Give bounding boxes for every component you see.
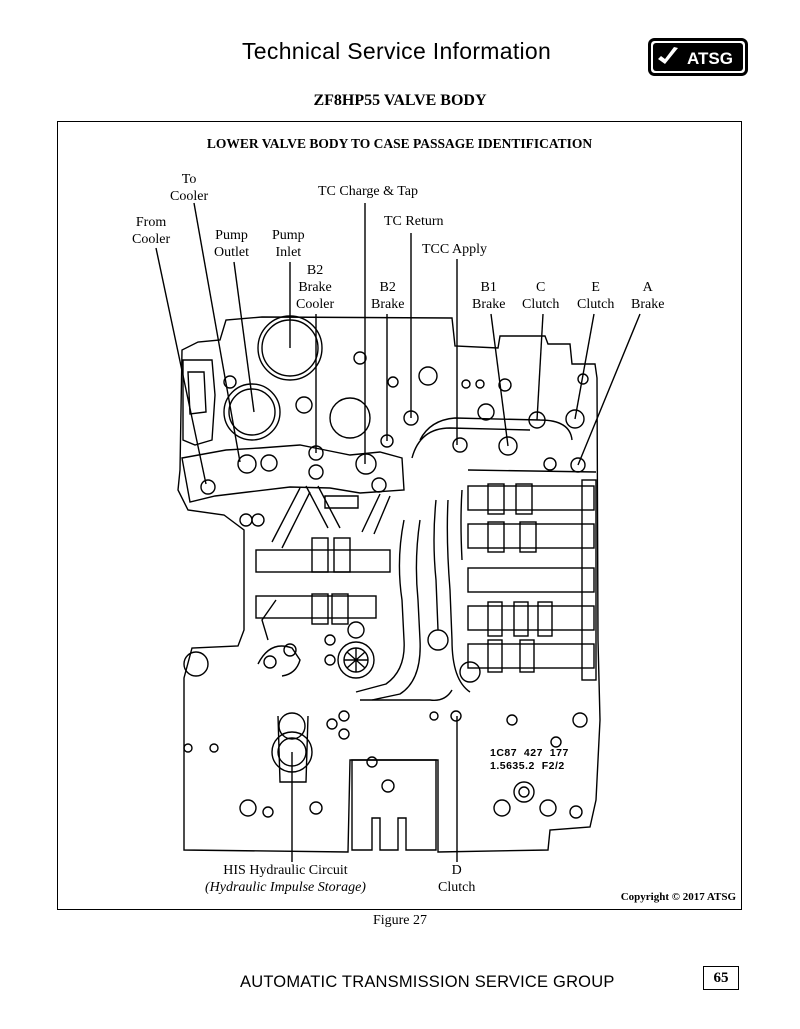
label-d-clutch: D Clutch [438, 863, 476, 895]
label-pump-outlet: Pump Outlet [214, 228, 249, 260]
logo-text: ATSG [687, 49, 733, 68]
label-his-hydraulic-circuit: HIS Hydraulic Circuit (Hydraulic Impulse… [205, 863, 366, 895]
leader-a-brake [577, 313, 641, 466]
figure-title: LOWER VALVE BODY TO CASE PASSAGE IDENTIF… [206, 136, 593, 151]
label-a-brake: A Brake [631, 280, 665, 312]
header-title: Technical Service Information [242, 38, 552, 64]
label-tcc-apply: TCC Apply [422, 242, 487, 257]
part-number-line2: 1.5635.2 F2/2 [490, 760, 565, 772]
footer-org: AUTOMATIC TRANSMISSION SERVICE GROUP [240, 973, 615, 991]
label-c-clutch: C Clutch [522, 280, 560, 312]
label-e-clutch: E Clutch [577, 280, 615, 312]
label-tc-return: TC Return [384, 214, 444, 229]
page-number: 65 [703, 966, 739, 990]
label-from-cooler: From Cooler [132, 215, 171, 247]
leader-from-cooler [155, 247, 207, 485]
part-number-line1: 1C87 427 177 [490, 747, 569, 759]
leader-to-cooler [193, 202, 241, 463]
leader-b1-brake [490, 313, 509, 447]
figure-frame [57, 121, 742, 910]
figure-caption: Figure 27 [372, 913, 428, 928]
leader-e-clutch [574, 313, 595, 420]
part-number: 1C87 427 177 1.5635.2 F2/2 [490, 747, 569, 773]
valve-body-outline [177, 316, 601, 853]
label-b1-brake: B1 Brake [472, 280, 506, 312]
label-b2-brake: B2 Brake [371, 280, 405, 312]
label-to-cooler: To Cooler [170, 172, 209, 204]
label-b2-brake-cooler: B2 Brake Cooler [296, 263, 335, 312]
document-title: ZF8HP55 VALVE BODY [313, 92, 487, 109]
copyright: Copyright © 2017 ATSG [620, 891, 736, 903]
label-his-subtitle: (Hydraulic Impulse Storage) [205, 880, 366, 895]
label-tc-charge-tap: TC Charge & Tap [318, 184, 418, 199]
atsg-logo: ATSG [648, 38, 748, 76]
leader-pump-outlet [233, 261, 255, 413]
label-pump-inlet: Pump Inlet [272, 228, 305, 260]
leader-c-clutch [536, 313, 544, 421]
